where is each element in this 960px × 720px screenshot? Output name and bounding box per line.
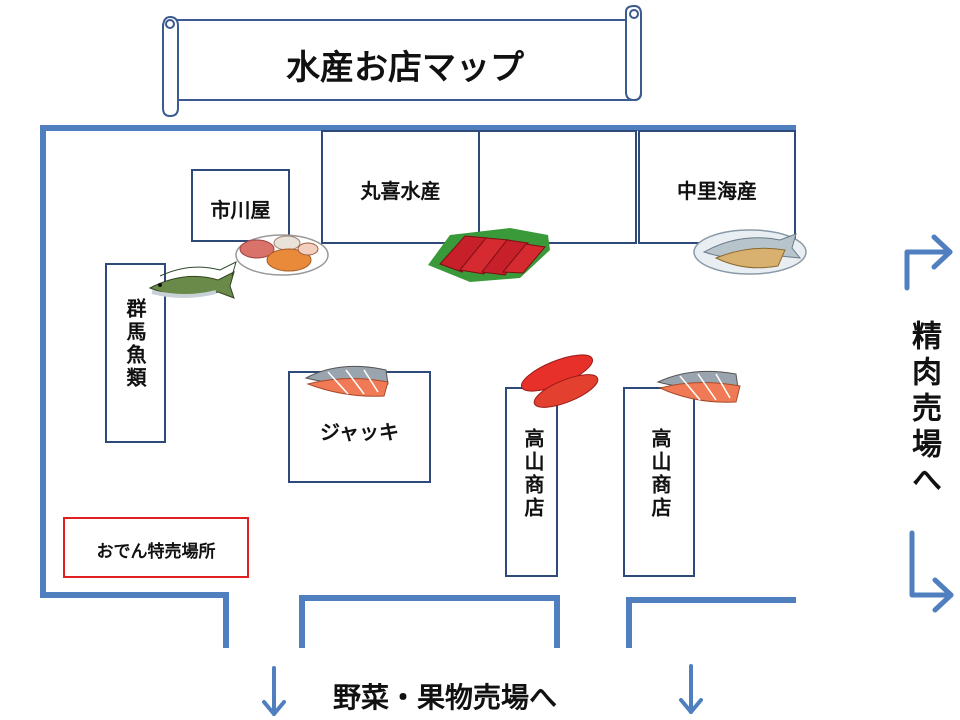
stall-nakazato-box (638, 130, 796, 244)
stall-gunma-label[interactable]: 群馬魚類 (123, 298, 147, 390)
cod-roe-icon (520, 354, 599, 408)
sashimi-plate-icon (235, 234, 329, 276)
stall-empty-box (478, 130, 637, 244)
tuna-sashimi-icon (428, 228, 550, 282)
meat-section-direction[interactable]: 精肉売場へ (906, 320, 941, 500)
stall-takayama2-box (623, 387, 695, 577)
stall-nakazato-label[interactable]: 中里海産 (677, 179, 757, 203)
oden-sale-box (63, 517, 249, 578)
arrow-right-icon (904, 234, 953, 291)
stall-ichikawaya-box (191, 169, 290, 242)
salmon-fillet-icon (304, 365, 389, 397)
mackerel-icon (148, 261, 237, 299)
arrow-right-icon (909, 530, 954, 613)
stall-jakki-label[interactable]: ジャッキ (320, 420, 399, 444)
stall-takayama-1-label[interactable]: 高山商店 (521, 428, 545, 520)
title-banner (162, 4, 642, 118)
stall-ichikawaya-label[interactable]: 市川屋 (210, 198, 271, 222)
map-title: 水産お店マップ (286, 48, 524, 88)
stall-takayama-2-label[interactable]: 高山商店 (648, 428, 672, 520)
stall-maruki-label[interactable]: 丸喜水産 (360, 179, 441, 203)
dried-fish-plate-icon (693, 229, 807, 275)
store-walls (40, 125, 796, 648)
arrow-down-icon (262, 666, 286, 716)
arrow-down-icon (679, 664, 703, 714)
salmon-fillet-icon (656, 370, 741, 403)
oden-sale-label[interactable]: おでん特売場所 (96, 542, 216, 562)
vegetable-section-direction[interactable]: 野菜・果物売場へ (333, 681, 558, 714)
